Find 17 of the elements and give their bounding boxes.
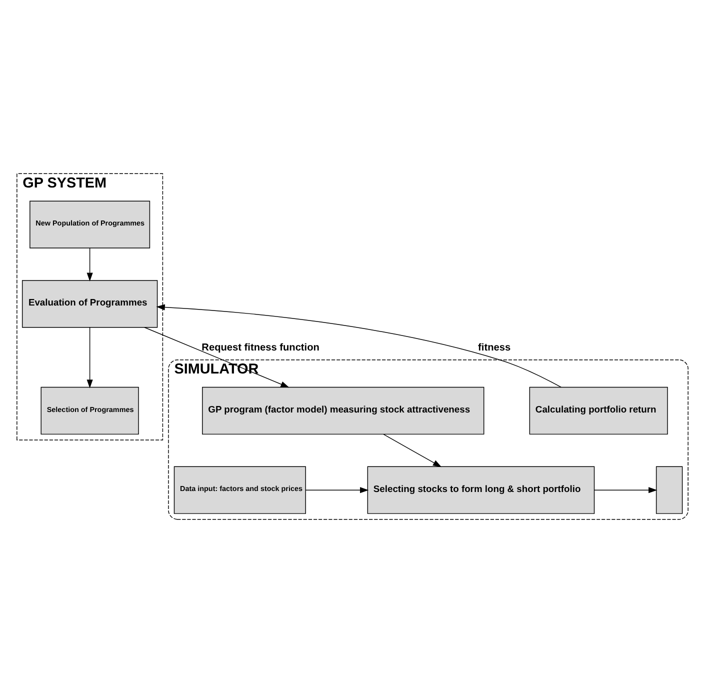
node-box: Data input: factors and stock prices	[174, 466, 306, 514]
node-box: New Population of Programmes	[30, 200, 150, 248]
arrow	[594, 487, 658, 494]
edge-label: fitness	[478, 342, 511, 354]
node-box: Selection of Programmes	[40, 386, 139, 435]
edge-label: Request fitness function	[202, 342, 320, 354]
node-box: Evaluation of Programmes	[22, 280, 158, 328]
node-box: Calculating portfolio return	[529, 386, 668, 435]
arrow	[86, 327, 93, 388]
arrow	[144, 327, 290, 388]
arrow	[156, 304, 562, 388]
node-box	[656, 466, 683, 514]
arrow	[86, 248, 93, 282]
arrow	[305, 487, 369, 494]
arrow	[383, 434, 442, 468]
node-box: GP program (factor model) measuring stock attractiveness	[202, 386, 484, 435]
node-box: Selecting stocks to form long & short portfolio	[367, 466, 595, 514]
